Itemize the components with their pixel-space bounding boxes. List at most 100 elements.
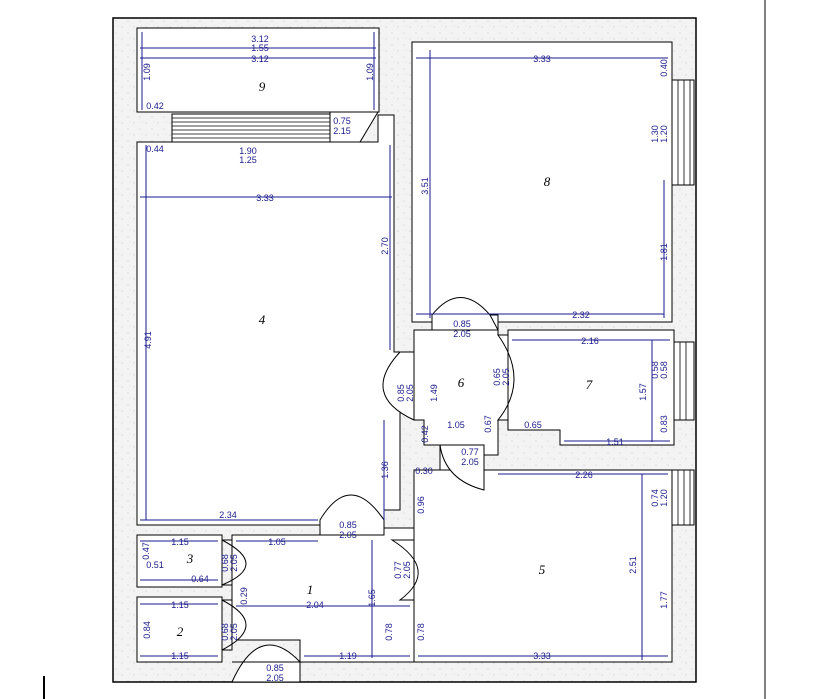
dim-label: 3.12 [251, 54, 269, 64]
room-label-7: 7 [586, 377, 593, 392]
dim-label: 0.29 [239, 587, 249, 605]
dim-label: 2.70 [380, 237, 390, 255]
dim-label: 0.78 [416, 623, 426, 641]
dim-label: 4.91 [143, 331, 153, 349]
dim-label: 3.12 [251, 34, 269, 44]
dim-label: 0.74 [650, 489, 660, 507]
dim-label: 2.05 [405, 384, 415, 402]
dim-label: 1.05 [268, 537, 286, 547]
dim-label: 2.15 [333, 126, 351, 136]
dim-label: 0.47 [141, 542, 151, 560]
dim-label: 1.20 [659, 489, 669, 507]
dim-label: 2.05 [339, 530, 357, 540]
room-2-area [136, 596, 223, 663]
dim-label: 1.36 [380, 461, 390, 479]
dim-label: 3.33 [533, 54, 551, 64]
dim-label: 1.49 [429, 384, 439, 402]
dim-label: 2.05 [229, 623, 239, 641]
dim-label: 2.04 [306, 600, 324, 610]
dim-label: 0.58 [650, 361, 660, 379]
dim-label: 0.44 [146, 144, 164, 154]
room-label-9: 9 [259, 79, 266, 94]
dim-label: 1.25 [239, 155, 257, 165]
room-7-door [496, 334, 515, 421]
dim-label: 0.51 [146, 560, 164, 570]
dim-label: 0.58 [659, 361, 669, 379]
dim-label: 0.75 [333, 116, 351, 126]
dim-label: 1.09 [142, 63, 152, 81]
dim-label: 0.83 [659, 415, 669, 433]
room-3-door [221, 539, 247, 586]
dim-label: 1.20 [659, 125, 669, 143]
room-label-6: 6 [458, 375, 465, 390]
dim-label: 0.77 [461, 447, 479, 457]
dim-label: 0.64 [191, 574, 209, 584]
dim-label: 3.33 [256, 193, 274, 203]
dim-label: 2.26 [575, 470, 593, 480]
dimension-labels: 3.12 1.55 3.12 0.42 0.75 2.15 1.90 1.25 … [146, 34, 624, 683]
dim-label: 3.51 [420, 177, 430, 195]
dim-label: 1.65 [367, 589, 377, 607]
dim-label: 1.09 [365, 63, 375, 81]
room-4-area [136, 114, 401, 526]
room-label-2: 2 [177, 624, 184, 639]
room-7-window [673, 341, 695, 421]
dim-label: 1.15 [171, 600, 189, 610]
dim-label: 1.05 [447, 420, 465, 430]
dim-label: 1.57 [638, 383, 648, 401]
dim-label: 0.84 [142, 621, 152, 639]
dim-label: 0.96 [416, 496, 426, 514]
dim-label: 1.15 [171, 537, 189, 547]
dim-label: 0.42 [420, 425, 430, 443]
dim-label: 0.68 [220, 554, 230, 572]
room-7-area [507, 329, 675, 446]
dim-label: 1.55 [251, 43, 269, 53]
room-label-4: 4 [259, 312, 266, 327]
dim-label: 0.85 [396, 384, 406, 402]
room-2-door [221, 599, 247, 651]
dim-label: 0.85 [453, 319, 471, 329]
dim-label: 0.77 [393, 561, 403, 579]
dim-label: 2.05 [402, 561, 412, 579]
dim-label: 2.05 [461, 457, 479, 467]
dim-label: 1.30 [650, 125, 660, 143]
room-5-area [413, 469, 673, 663]
dim-label: 0.85 [339, 520, 357, 530]
dim-label: 0.40 [659, 59, 669, 77]
room-1-door [390, 539, 419, 601]
dim-label: 2.34 [219, 510, 237, 520]
dim-label: 0.85 [266, 663, 284, 673]
dim-label: 0.30 [415, 466, 433, 476]
dim-label: 2.51 [628, 556, 638, 574]
dim-label: 0.68 [220, 623, 230, 641]
room-label-3: 3 [186, 551, 194, 566]
entrance-door [231, 644, 301, 683]
room-label-1: 1 [307, 582, 314, 597]
room-9-window [171, 113, 331, 143]
dim-label: 1.51 [606, 437, 624, 447]
dim-label: 1.19 [339, 651, 357, 661]
room-label-5: 5 [539, 562, 546, 577]
dim-label: 2.05 [501, 368, 511, 386]
dim-label: 0.42 [146, 101, 164, 111]
dim-label: 0.65 [524, 420, 542, 430]
room-3-area [136, 534, 223, 588]
dim-label: 0.67 [483, 415, 493, 433]
dim-label: 1.90 [239, 146, 257, 156]
room-label-8: 8 [544, 174, 551, 189]
dim-label: 2.05 [266, 673, 284, 683]
dim-label: 2.16 [581, 336, 599, 346]
dim-label: 0.65 [492, 368, 502, 386]
room-9-area [136, 27, 380, 113]
dim-label: 1.77 [659, 591, 669, 609]
dim-label: 1.81 [659, 243, 669, 261]
room-6-side-door [382, 351, 415, 421]
room-5-door [439, 444, 485, 491]
dim-label: 2.32 [572, 310, 590, 320]
room-8-area [411, 41, 673, 323]
dim-label: 2.05 [453, 329, 471, 339]
dim-label: 0.78 [384, 623, 394, 641]
dimension-labels-vertical: 1.09 1.09 4.91 2.70 1.36 3.51 0.40 1.30 … [141, 59, 669, 641]
